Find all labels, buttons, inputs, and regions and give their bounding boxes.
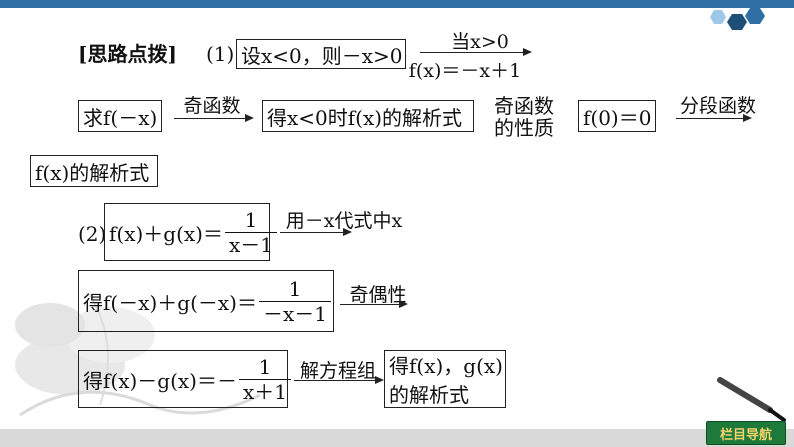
hexagon-logo-icon — [710, 8, 765, 30]
arrow-1 — [420, 48, 532, 56]
arrow-p2-2-label: 奇偶性 — [349, 284, 407, 306]
part2-number: (2) — [78, 222, 107, 246]
step-box-1: 设x<0，则－x>0 — [236, 39, 406, 69]
result-box: 得f(x)，g(x) 的解析式 — [384, 350, 506, 408]
eq3-numerator: 1 — [258, 354, 272, 379]
brush-icon — [717, 377, 786, 422]
eq3-left: 得f(x)－g(x)＝－ — [83, 368, 237, 393]
eq1-denominator: x－1 — [224, 231, 277, 257]
label4-line1: 奇函数 — [494, 94, 554, 118]
label4-line2: 的性质 — [494, 116, 554, 140]
eq2-fraction: 1 －x－1 — [258, 276, 331, 326]
eq1-fraction: 1 x－1 — [224, 207, 277, 257]
step-box-2: 求f(－x) — [78, 100, 162, 132]
arrow-5 — [676, 114, 752, 122]
arrow-p2-3-label: 解方程组 — [299, 360, 376, 382]
arrow1-top-label: 当x>0 — [451, 31, 509, 53]
arrow-p2-3 — [294, 376, 384, 384]
eq3-fraction: 1 x＋1 — [238, 354, 291, 404]
eq2-left: 得f(－x)＋g(－x)＝ — [83, 290, 257, 315]
arrow2-label: 奇函数 — [183, 95, 241, 117]
arrow5-label: 分段函数 — [679, 95, 756, 117]
step-box-4: f(0)＝0 — [578, 100, 656, 132]
eq1-numerator: 1 — [244, 207, 258, 232]
top-bar — [0, 0, 794, 8]
arrow1-bottom-label: f(x)＝－x＋1 — [408, 60, 522, 82]
nav-button[interactable]: 栏目导航 — [706, 421, 786, 445]
eq-box-1: f(x)＋g(x)＝ 1 x－1 — [104, 203, 277, 261]
eq-box-2: 得f(－x)＋g(－x)＝ 1 －x－1 — [78, 270, 334, 332]
section-title: [思路点拨] — [78, 42, 177, 66]
arrow-p2-1 — [280, 228, 352, 236]
eq3-denominator: x＋1 — [238, 378, 291, 404]
result-line2: 的解析式 — [389, 383, 469, 407]
result-line1: 得f(x)，g(x) — [389, 354, 503, 378]
eq-box-3: 得f(x)－g(x)＝－ 1 x＋1 — [78, 350, 291, 408]
eq2-numerator: 1 — [288, 276, 302, 301]
eq1-left: f(x)＋g(x)＝ — [109, 221, 223, 246]
step-box-5: f(x)的解析式 — [30, 155, 158, 187]
arrow-p2-2 — [340, 300, 408, 308]
part1-number: (1) — [206, 42, 235, 66]
bottom-bar — [0, 429, 794, 447]
arrow-p2-1-label: 用－x代式中x — [285, 210, 403, 232]
arrow-2 — [174, 114, 254, 122]
step-box-3: 得x<0时f(x)的解析式 — [262, 100, 474, 132]
eq2-denominator: －x－1 — [258, 300, 331, 326]
